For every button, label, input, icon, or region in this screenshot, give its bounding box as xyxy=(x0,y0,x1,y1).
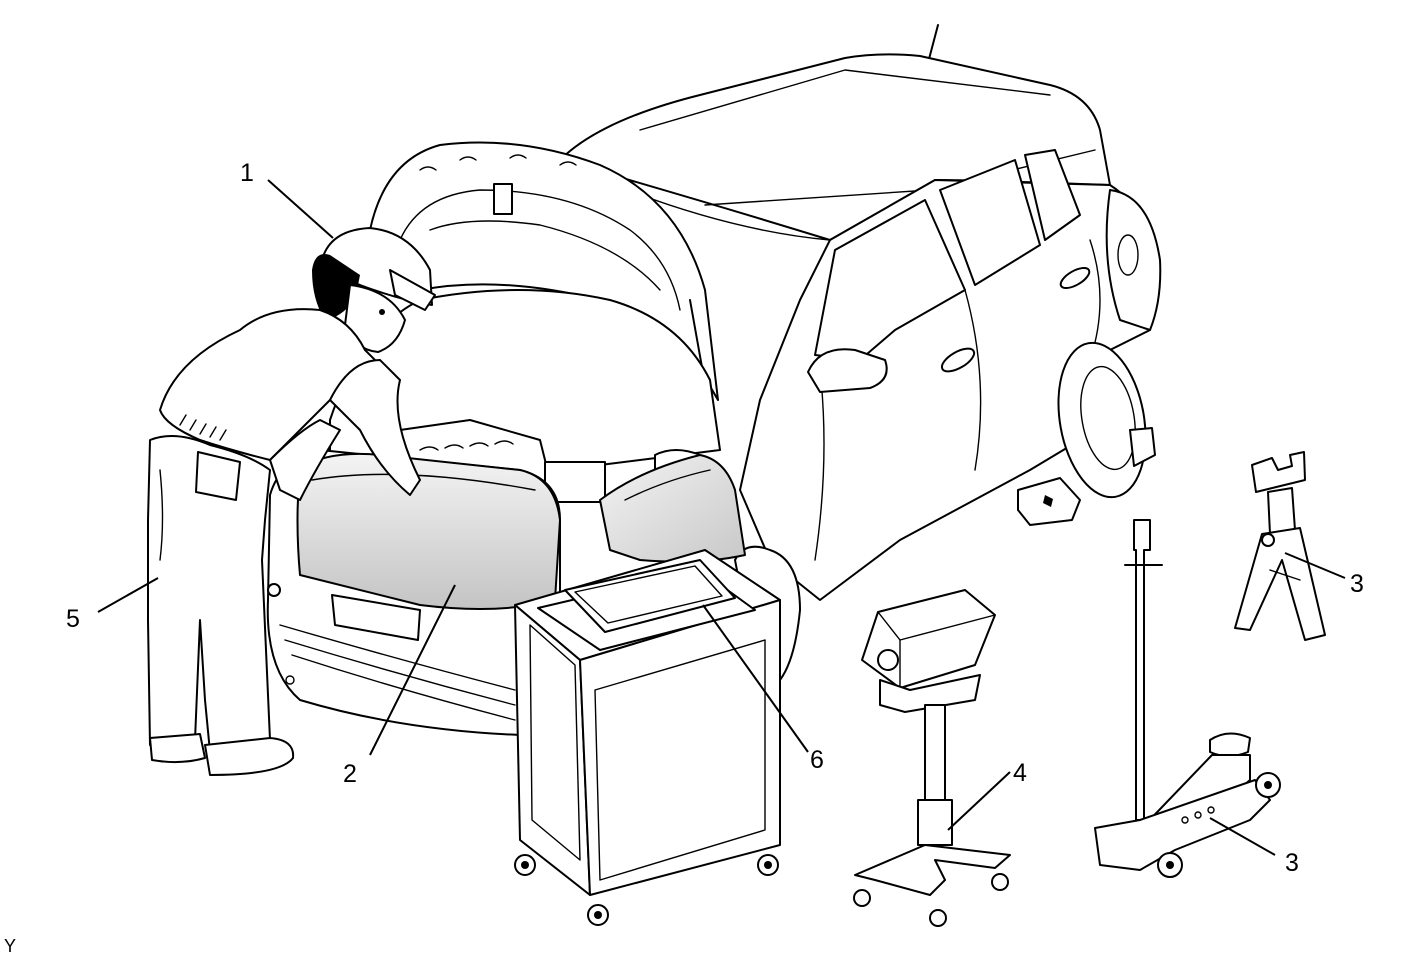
front-door-handle xyxy=(940,347,976,373)
stand-caster-1 xyxy=(853,889,871,907)
hood-panel xyxy=(369,141,719,401)
side-fender-cover xyxy=(599,454,746,563)
leader-1 xyxy=(267,179,334,239)
mechanic-back-pocket xyxy=(195,451,241,501)
stand-head-box xyxy=(861,589,996,689)
stand-bracket xyxy=(879,674,981,713)
leader-6 xyxy=(702,604,809,753)
adjustable-work-stand xyxy=(853,589,1011,927)
mechanic-legs xyxy=(147,435,271,753)
service-cart xyxy=(514,549,781,926)
rear-door-handle xyxy=(1059,266,1091,290)
jack-stand-column xyxy=(1267,487,1296,535)
grille-line-2 xyxy=(284,639,516,706)
floor-jack xyxy=(1094,519,1281,878)
leader-5 xyxy=(97,577,159,613)
jack-body xyxy=(1094,779,1271,871)
stand-caster-3 xyxy=(991,873,1009,891)
stand-caster-2 xyxy=(929,909,947,927)
mechanic-arm-right xyxy=(329,359,421,496)
callout-1: 1 xyxy=(240,159,254,187)
callout-5: 5 xyxy=(66,605,80,633)
callout-4: 4 xyxy=(1013,759,1027,787)
jack-stand-saddle xyxy=(1251,451,1306,493)
rear-wheel xyxy=(1057,341,1147,499)
vehicle xyxy=(559,24,1162,691)
callout-6: 6 xyxy=(810,746,824,774)
corner-mark: Y xyxy=(4,936,16,956)
jack-stand xyxy=(1234,451,1326,641)
parts-tray xyxy=(564,559,736,633)
open-hood xyxy=(369,141,719,441)
stand-base xyxy=(854,844,1011,896)
mechanic-arm-left xyxy=(269,419,341,501)
callout-3-jack-stand: 3 xyxy=(1350,570,1364,598)
callout-3-floor-jack: 3 xyxy=(1285,849,1299,877)
leader-3a xyxy=(1284,552,1346,579)
stand-knob xyxy=(877,649,899,671)
leader-2 xyxy=(369,584,456,756)
mechanic-shoe-right xyxy=(204,737,295,776)
stand-upper-post xyxy=(924,704,946,801)
mechanic xyxy=(147,227,436,776)
rear-door-window xyxy=(939,159,1041,286)
license-plate-recess xyxy=(331,594,421,641)
side-mirror xyxy=(807,348,888,393)
stand-lower-post xyxy=(917,799,953,846)
quarter-window xyxy=(1024,149,1081,241)
leader-3b xyxy=(1209,817,1276,856)
leader-4 xyxy=(947,771,1011,831)
grille-line-3 xyxy=(291,654,516,721)
callout-2: 2 xyxy=(343,760,357,788)
mechanic-shoe-left xyxy=(149,733,206,764)
front-door-window xyxy=(814,199,966,361)
fog-light xyxy=(267,583,281,597)
rear-quarter xyxy=(1105,189,1162,331)
jack-saddle xyxy=(1209,732,1251,757)
grille-line-1 xyxy=(279,624,516,691)
callout-leaders xyxy=(97,179,1346,856)
mechanic-torso xyxy=(159,308,386,461)
hood-label-tag xyxy=(493,183,513,215)
jack-stand-legs xyxy=(1234,527,1326,641)
vehicle-roof xyxy=(559,53,1111,241)
hood-inner-frame xyxy=(399,189,681,311)
wheel-chock-rear xyxy=(1129,427,1156,467)
callout-labels: 1 2 3 3 4 5 6 Y xyxy=(4,159,1364,956)
jack-stand-pin xyxy=(1261,533,1275,547)
